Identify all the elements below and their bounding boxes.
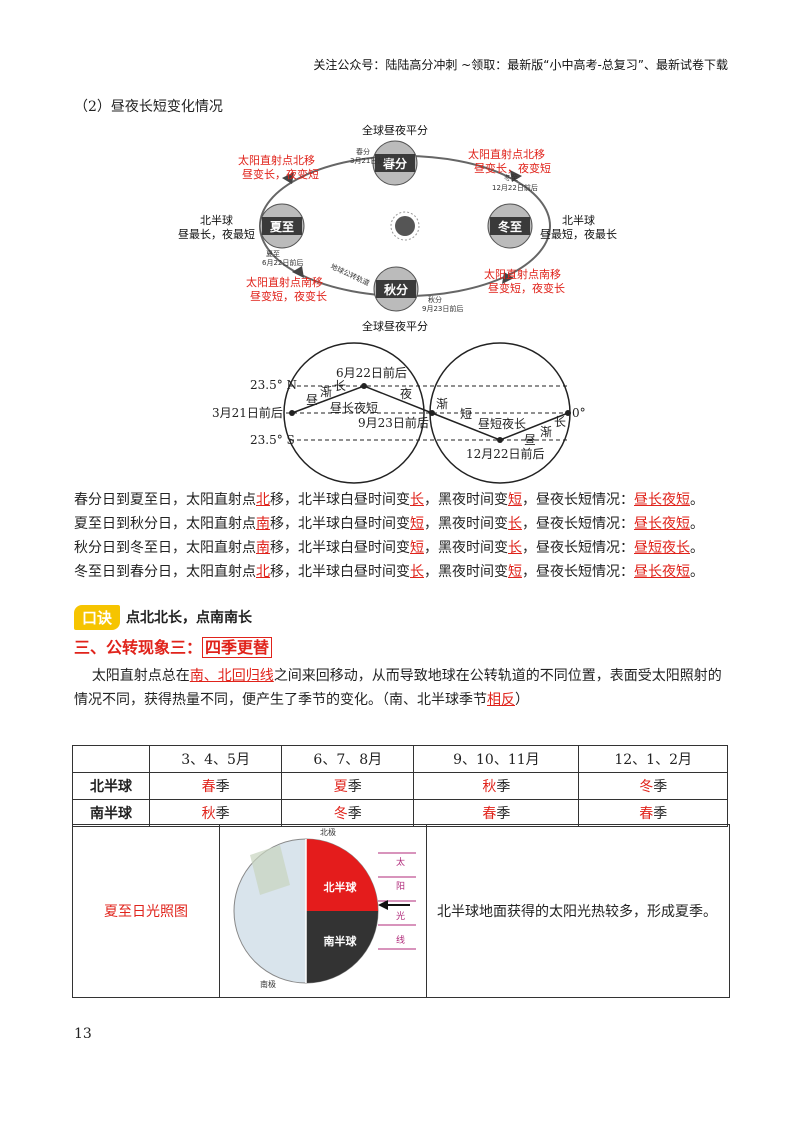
svg-text:冬至: 冬至 xyxy=(504,173,518,182)
svg-text:短: 短 xyxy=(460,407,472,421)
table-row: 南半球 秋季 冬季 春季 春季 xyxy=(72,799,728,827)
summer-globe: 夏至 xyxy=(259,203,305,249)
direct-sun-diagram: 23.5° N 23.5° S 3月21日前后 0° 6月22日前后 9月23日… xyxy=(212,342,586,484)
svg-text:6月22日前后: 6月22日前后 xyxy=(262,258,303,267)
table-row: 北半球 春季 夏季 秋季 冬季 xyxy=(72,772,728,800)
line-4: 冬至日到春分日，太阳直射点北移，北半球白昼时间变长，黑夜时间变短，昼夜长短情况：… xyxy=(74,564,704,580)
mnemonic-text: 点北北长，点南南长 xyxy=(126,610,253,626)
winter-label: 冬至 xyxy=(498,219,522,234)
svg-text:昼长夜短: 昼长夜短 xyxy=(330,400,378,415)
svg-text:昼短夜长: 昼短夜长 xyxy=(478,416,526,431)
svg-text:夜: 夜 xyxy=(400,386,412,401)
svg-text:夏至: 夏至 xyxy=(266,250,280,258)
heading-three: 三、公转现象三：四季更替 xyxy=(74,634,273,658)
svg-text:北半球: 北半球 xyxy=(562,213,595,227)
svg-text:昼变短，夜变长: 昼变短，夜变长 xyxy=(488,281,565,295)
svg-text:12月22日前后: 12月22日前后 xyxy=(466,446,545,461)
svg-text:阳: 阳 xyxy=(396,881,405,892)
line-1: 春分日到夏至日，太阳直射点北移，北半球白昼时间变长，黑夜时间变短，昼夜长短情况：… xyxy=(74,492,704,508)
svg-text:太阳直射点南移: 太阳直射点南移 xyxy=(246,275,323,289)
illustration-title: 夏至日光照图 xyxy=(104,904,188,920)
svg-text:昼最短，夜最长: 昼最短，夜最长 xyxy=(540,227,617,241)
svg-text:渐: 渐 xyxy=(436,397,448,411)
mnemonic: 口诀 点北北长，点南南长 xyxy=(74,604,252,630)
svg-text:3月21日前后: 3月21日前后 xyxy=(350,156,391,165)
table-header-row: 3、4、5月 6、7、8月 9、10、11月 12、1、2月 xyxy=(72,745,728,773)
svg-text:9月23日前后: 9月23日前后 xyxy=(358,415,429,430)
svg-text:3月21日前后: 3月21日前后 xyxy=(212,405,283,420)
svg-text:0°: 0° xyxy=(572,406,586,420)
season-table: 3、4、5月 6、7、8月 9、10、11月 12、1、2月 北半球 春季 夏季… xyxy=(72,745,728,827)
svg-text:长: 长 xyxy=(334,379,346,393)
line-3: 秋分日到冬至日，太阳直射点南移，北半球白昼时间变短，黑夜时间变长，昼夜长短情况：… xyxy=(74,540,704,556)
svg-text:北半球: 北半球 xyxy=(200,213,233,227)
solstice-globe-diagram: 北半球 南半球 太 阳 光 线 北极 南极 xyxy=(233,827,416,989)
svg-text:昼: 昼 xyxy=(306,393,318,407)
svg-text:昼变长，夜变短: 昼变长，夜变短 xyxy=(242,167,319,181)
svg-text:北极: 北极 xyxy=(320,827,336,837)
svg-text:渐: 渐 xyxy=(320,385,332,399)
svg-text:线: 线 xyxy=(396,934,405,946)
svg-text:昼: 昼 xyxy=(524,433,536,447)
page-number: 13 xyxy=(74,1026,92,1042)
svg-text:地球公转轨道: 地球公转轨道 xyxy=(329,262,371,288)
svg-text:昼变长，夜变短: 昼变长，夜变短 xyxy=(474,161,551,175)
svg-text:昼变短，夜变长: 昼变短，夜变长 xyxy=(250,289,327,303)
svg-text:春分: 春分 xyxy=(356,147,370,156)
page-header: 关注公众号：陆陆高分冲刺 ~领取：最新版“小中高考-总复习”、最新试卷下载 xyxy=(313,58,728,72)
section-title: （2）昼夜长短变化情况 xyxy=(74,99,223,115)
svg-text:南半球: 南半球 xyxy=(324,934,358,948)
autumn-label: 秋分 xyxy=(384,282,408,297)
svg-text:23.5° S: 23.5° S xyxy=(250,433,295,447)
svg-text:太阳直射点南移: 太阳直射点南移 xyxy=(484,267,561,281)
summer-label: 夏至 xyxy=(270,220,294,234)
bottom-label: 全球昼夜平分 xyxy=(362,319,428,333)
svg-text:12月22日前后: 12月22日前后 xyxy=(492,183,538,192)
svg-text:光: 光 xyxy=(396,910,405,922)
svg-text:6月22日前后: 6月22日前后 xyxy=(336,365,407,380)
svg-text:长: 长 xyxy=(554,415,566,429)
orbit-diagram: 春分 夏至 秋分 冬至 全球昼夜平分 全球昼夜平分 春分 3月21日前后 夏至 … xyxy=(178,123,617,333)
seasons-paragraph: 太阳直射点总在南、北回归线之间来回移动，从而导致地球在公转轨道的不同位置，表面受… xyxy=(74,668,722,708)
svg-text:太阳直射点北移: 太阳直射点北移 xyxy=(468,147,545,161)
svg-text:太: 太 xyxy=(396,856,405,868)
mnemonic-badge: 口诀 xyxy=(74,604,121,630)
spring-globe: 春分 xyxy=(372,140,418,186)
svg-text:9月23日前后: 9月23日前后 xyxy=(422,304,463,313)
winter-globe: 冬至 xyxy=(487,203,533,249)
svg-text:北半球: 北半球 xyxy=(324,880,358,894)
illustration-description: 北半球地面获得的太阳光热较多，形成夏季。 xyxy=(437,904,717,920)
svg-text:南极: 南极 xyxy=(260,979,276,989)
svg-text:昼最长，夜最短: 昼最长，夜最短 xyxy=(178,227,255,241)
svg-text:23.5° N: 23.5° N xyxy=(250,378,297,392)
spring-label: 春分 xyxy=(382,156,407,171)
svg-text:太阳直射点北移: 太阳直射点北移 xyxy=(238,153,315,167)
line-2: 夏至日到秋分日，太阳直射点南移，北半球白昼时间变短，黑夜时间变长，昼夜长短情况：… xyxy=(74,516,704,532)
solstice-illustration-box: 夏至日光照图 北半球 南半球 太 阳 光 线 北极 南极 北半球地面获得的太阳光… xyxy=(72,824,730,998)
svg-text:渐: 渐 xyxy=(540,425,552,439)
autumn-globe: 秋分 xyxy=(373,266,419,312)
svg-text:秋分: 秋分 xyxy=(428,295,442,304)
top-label: 全球昼夜平分 xyxy=(362,123,428,137)
